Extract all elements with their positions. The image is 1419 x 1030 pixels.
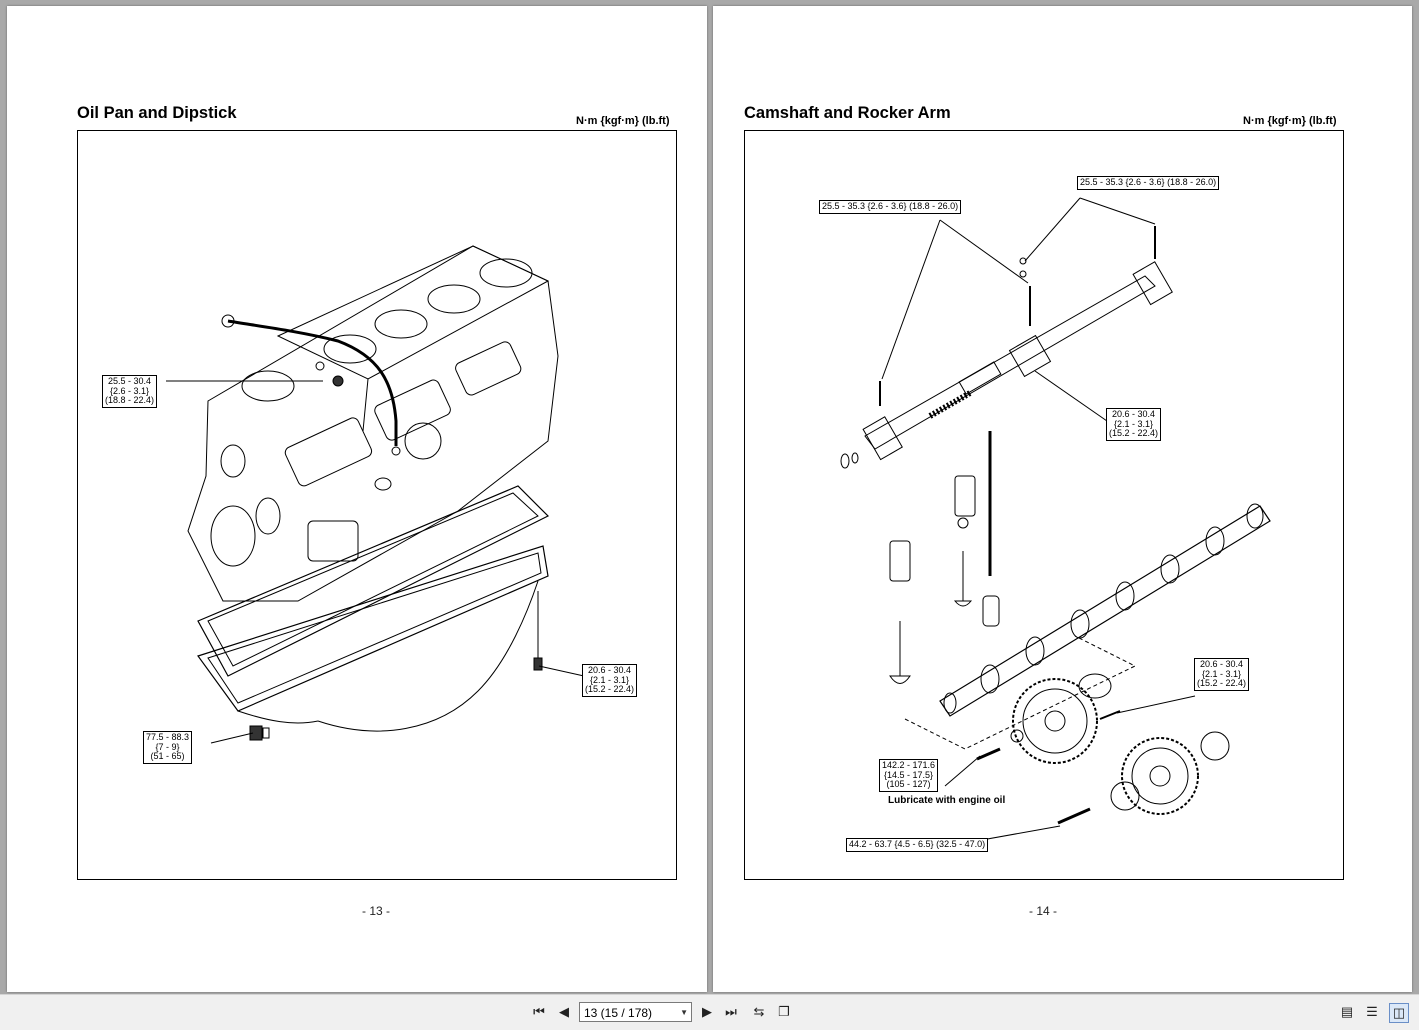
viewer-toolbar: ⏮ ◀ 13 (15 / 178) ▼ ▶ ⏭ ⇆ ❐ ▤ ☰ ◫ xyxy=(0,994,1419,1030)
lubrication-note: Lubricate with engine oil xyxy=(888,795,1006,806)
copy-icon[interactable]: ❐ xyxy=(778,1004,790,1019)
diagram-frame xyxy=(744,130,1344,880)
torque-callout-idler-gear-bolt: 44.2 - 63.7 {4.5 - 6.5} (32.5 - 47.0) xyxy=(846,838,989,852)
rotate-icon[interactable]: ⇆ xyxy=(753,1004,765,1019)
last-page-icon[interactable]: ⏭ xyxy=(725,1004,737,1019)
torque-units-label: N·m {kgf·m} (lb.ft) xyxy=(576,115,670,127)
oil-pan-dipstick-illustration xyxy=(166,245,585,744)
right-page: Camshaft and Rocker Arm N·m {kgf·m} (lb.… xyxy=(713,6,1412,992)
torque-callout-thrust-plate-bolt: 20.6 - 30.4 {2.1 - 3.1} (15.2 - 22.4) xyxy=(1194,658,1250,691)
torque-callout-dipstick-bolt: 25.5 - 30.4 {2.6 - 3.1} (18.8 - 22.4) xyxy=(102,375,158,408)
torque-value-lbft: (15.2 - 22.4) xyxy=(585,684,635,694)
torque-value-lbft: (105 - 127) xyxy=(886,779,931,789)
torque-value-kgfm: {7 - 9} xyxy=(155,741,180,752)
facing-view-icon[interactable]: ◫ xyxy=(1389,1003,1409,1023)
first-page-icon[interactable]: ⏮ xyxy=(533,1004,545,1019)
next-page-icon[interactable]: ▶ xyxy=(702,1004,712,1019)
page-title: Camshaft and Rocker Arm xyxy=(744,104,951,122)
torque-value-nm: 20.6 - 30.4 xyxy=(1112,409,1156,419)
torque-value: 25.5 - 35.3 {2.6 - 3.6} (18.8 - 26.0) xyxy=(1080,177,1217,187)
page-indicator-value: 13 (15 / 178) xyxy=(584,1006,653,1020)
torque-value-lbft: (51 - 65) xyxy=(150,751,185,761)
torque-callout-drain-plug: 77.5 - 88.3 {7 - 9} (51 - 65) xyxy=(143,731,193,764)
torque-value-nm: 20.6 - 30.4 xyxy=(1200,659,1244,669)
page-title: Oil Pan and Dipstick xyxy=(77,104,237,122)
torque-callout-cam-gear-bolt: 142.2 - 171.6 {14.5 - 17.5} (105 - 127) xyxy=(879,759,939,792)
torque-value: 25.5 - 35.3 {2.6 - 3.6} (18.8 - 26.0) xyxy=(822,201,959,211)
torque-value-nm: 25.5 - 30.4 xyxy=(108,376,152,386)
page-number: - 13 - xyxy=(362,904,391,918)
chevron-down-icon: ▼ xyxy=(680,1008,688,1017)
page-number-select[interactable]: 13 (15 / 178) ▼ xyxy=(579,1002,692,1022)
torque-callout-rocker-bracket-bolt: 25.5 - 35.3 {2.6 - 3.6} (18.8 - 26.0) xyxy=(819,200,962,214)
continuous-view-icon[interactable]: ☰ xyxy=(1366,1004,1378,1019)
torque-value-nm: 142.2 - 171.6 xyxy=(882,760,936,770)
torque-value-nm: 77.5 - 88.3 xyxy=(146,732,190,742)
torque-callout-rocker-bolt: 25.5 - 35.3 {2.6 - 3.6} (18.8 - 26.0) xyxy=(1077,176,1220,190)
torque-value-lbft: (15.2 - 22.4) xyxy=(1109,428,1159,438)
torque-callout-oil-pan-bolt: 20.6 - 30.4 {2.1 - 3.1} (15.2 - 22.4) xyxy=(582,664,638,697)
torque-value-kgfm: {2.1 - 3.1} xyxy=(1201,668,1242,679)
torque-value-kgfm: {2.1 - 3.1} xyxy=(589,674,630,685)
prev-page-icon[interactable]: ◀ xyxy=(559,1004,569,1019)
single-page-view-icon[interactable]: ▤ xyxy=(1340,1004,1354,1019)
torque-value-lbft: (18.8 - 22.4) xyxy=(105,395,155,405)
torque-value-kgfm: {2.6 - 3.1} xyxy=(109,385,150,396)
diagram-frame xyxy=(77,130,677,880)
torque-value-lbft: (15.2 - 22.4) xyxy=(1197,678,1247,688)
torque-value-kgfm: {2.1 - 3.1} xyxy=(1113,418,1154,429)
torque-value: 44.2 - 63.7 {4.5 - 6.5} (32.5 - 47.0) xyxy=(849,839,986,849)
torque-value-nm: 20.6 - 30.4 xyxy=(588,665,632,675)
torque-callout-rocker-adjust: 20.6 - 30.4 {2.1 - 3.1} (15.2 - 22.4) xyxy=(1106,408,1162,441)
torque-value-kgfm: {14.5 - 17.5} xyxy=(884,769,934,780)
page-number: - 14 - xyxy=(1029,904,1058,918)
camshaft-rocker-arm-illustration xyxy=(840,197,1271,844)
torque-units-label: N·m {kgf·m} (lb.ft) xyxy=(1243,115,1337,127)
left-page: Oil Pan and Dipstick N·m {kgf·m} (lb.ft) xyxy=(7,6,707,992)
